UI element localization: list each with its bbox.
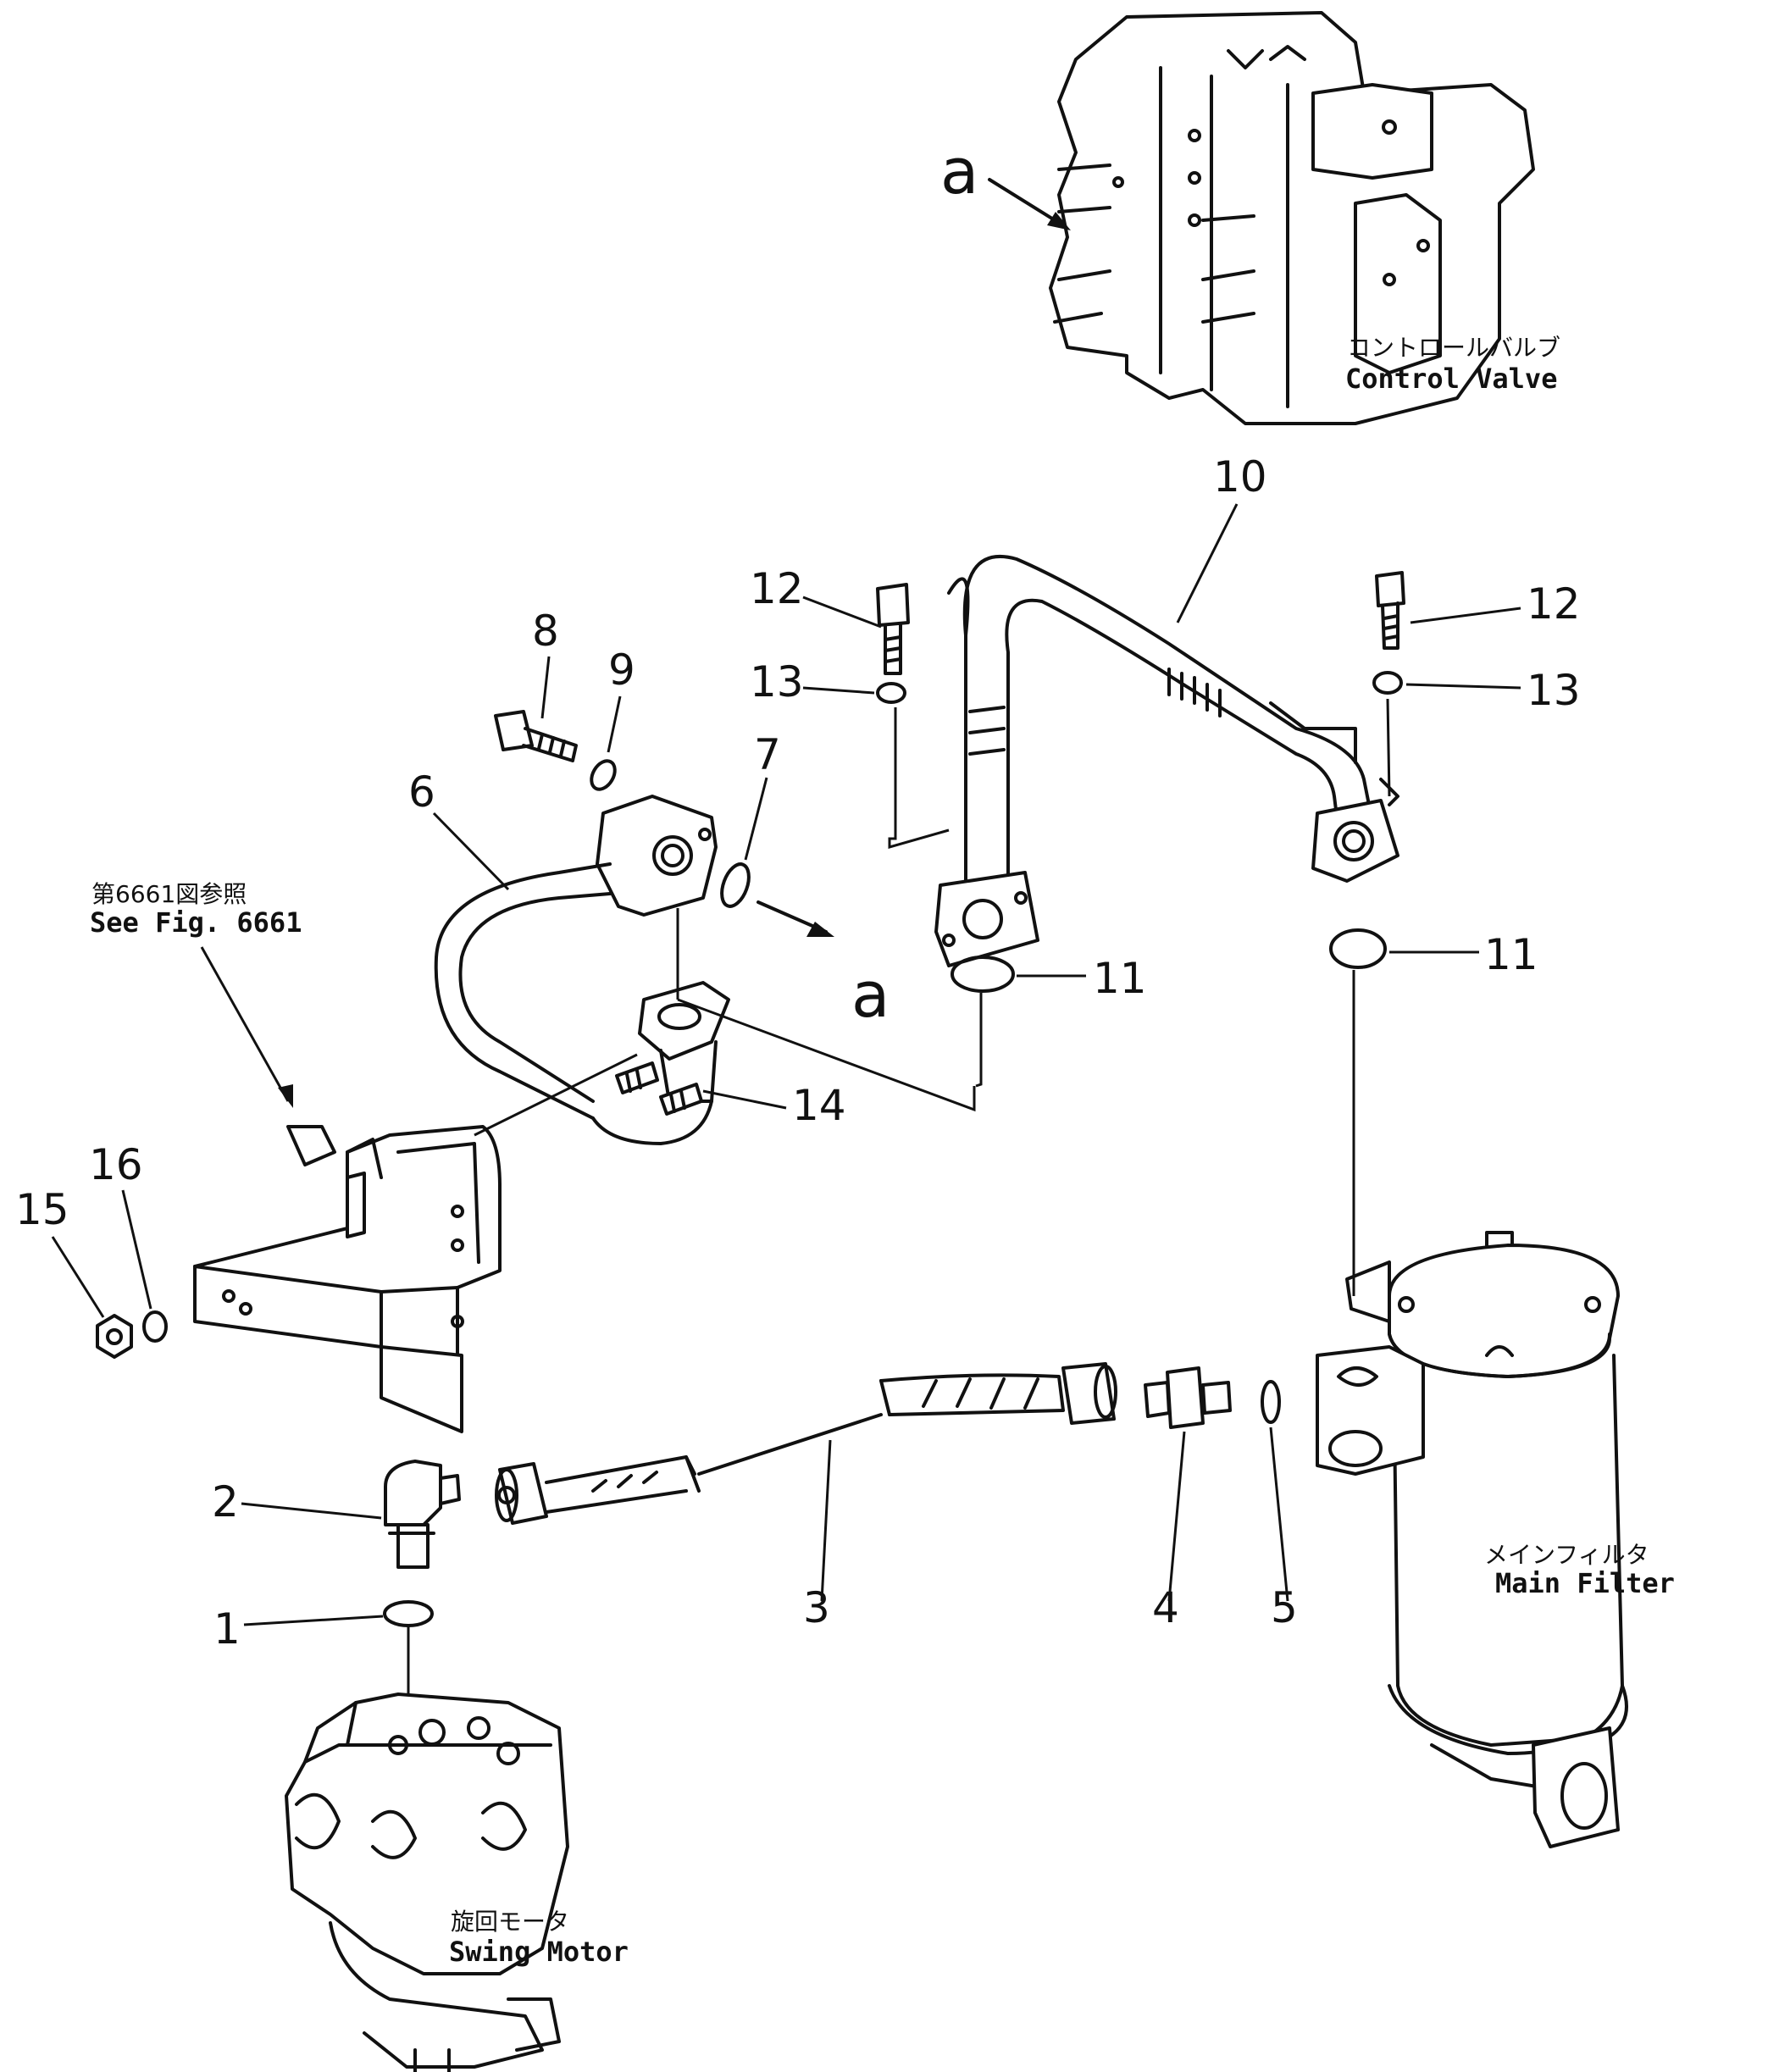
leader-12-right — [1410, 607, 1521, 624]
o-ring-7 — [720, 862, 751, 908]
swing-motor-label-jp: 旋回モータ — [451, 1908, 569, 1936]
callout-1: 1 — [213, 1604, 241, 1654]
main-filter — [1316, 1231, 1628, 1848]
callout-13-left: 13 — [750, 657, 804, 706]
callout-4: 4 — [1152, 1583, 1179, 1632]
callout-14: 14 — [792, 1081, 846, 1130]
see-fig-label-en: See Fig. 6661 — [90, 906, 302, 939]
nut-15 — [96, 1314, 133, 1359]
washer-16 — [142, 1310, 168, 1343]
leader-16 — [121, 1189, 152, 1310]
callout-5: 5 — [1271, 1583, 1298, 1632]
control-valve-label-jp: コントロールバルブ — [1347, 334, 1560, 362]
nipple-14 — [615, 1061, 703, 1116]
leader-9 — [607, 695, 622, 753]
callout-10: 10 — [1213, 452, 1267, 501]
leader-1 — [243, 1615, 384, 1626]
control-valve — [1049, 11, 1535, 425]
assembly-line-6 — [676, 908, 976, 1112]
callout-11-left: 11 — [1093, 954, 1147, 1003]
elbow-2 — [384, 1460, 461, 1569]
leader-14 — [702, 1089, 787, 1110]
swing-motor-label-en: Swing Motor — [449, 1936, 629, 1968]
callout-6: 6 — [408, 767, 435, 817]
callout-15: 15 — [15, 1185, 69, 1234]
callout-9: 9 — [608, 645, 635, 695]
leader-12-left — [802, 596, 882, 629]
leader-7 — [744, 777, 768, 861]
leader-15 — [51, 1236, 105, 1318]
callout-11-right: 11 — [1484, 930, 1538, 979]
leader-2 — [241, 1502, 382, 1520]
leader-6 — [432, 812, 510, 891]
connector-4 — [1144, 1366, 1232, 1429]
washer-9 — [590, 759, 617, 791]
main-filter-label-jp: メインフィルタ — [1484, 1541, 1649, 1569]
assembly-line-11-left — [975, 993, 983, 1088]
control-valve-label-en: Control Valve — [1345, 363, 1557, 395]
o-ring-11-left — [951, 956, 1015, 993]
hose-3 — [495, 1362, 1117, 1525]
callout-16: 16 — [89, 1140, 143, 1189]
leader-5 — [1269, 1427, 1289, 1602]
assembly-line-13-right — [1386, 698, 1391, 797]
main-filter-label-en: Main Filter — [1495, 1567, 1675, 1599]
arrowhead-a-top — [1047, 212, 1071, 230]
washer-13-right — [1372, 671, 1403, 695]
callout-12-left: 12 — [750, 564, 804, 613]
callout-7: 7 — [754, 730, 781, 779]
connection-label-a-mid: a — [851, 959, 890, 1032]
bracket — [193, 1125, 502, 1433]
o-ring-1 — [383, 1600, 434, 1627]
tube-6 — [434, 795, 730, 1145]
see-fig-label-jp: 第6661図参照 — [91, 880, 247, 908]
washer-13-left — [876, 682, 906, 704]
bolt-8 — [494, 710, 578, 762]
arrowhead-to-a — [806, 922, 834, 937]
o-ring-5 — [1261, 1380, 1281, 1424]
connection-label-a-top: a — [940, 136, 978, 208]
callout-3: 3 — [803, 1583, 830, 1632]
callout-2: 2 — [212, 1477, 239, 1526]
bolt-12-left — [876, 583, 910, 675]
arrowhead-see-fig — [278, 1084, 293, 1108]
assembly-line-13-left — [888, 707, 950, 849]
leader-3 — [820, 1439, 832, 1602]
leader-8 — [540, 656, 551, 719]
bolt-12-right — [1375, 571, 1405, 650]
assembly-line-bracket — [474, 1053, 638, 1137]
leader-4 — [1167, 1431, 1186, 1602]
leader-13-right — [1405, 683, 1521, 690]
leader-see-fig — [200, 946, 290, 1102]
callout-13-right: 13 — [1527, 666, 1581, 715]
callout-8: 8 — [532, 607, 559, 656]
leader-10 — [1176, 503, 1239, 623]
callout-12-right: 12 — [1527, 579, 1581, 629]
hose-10 — [934, 554, 1399, 967]
o-ring-11-right — [1329, 928, 1387, 969]
leader-13-left — [802, 686, 875, 695]
swing-motor — [285, 1693, 569, 2072]
